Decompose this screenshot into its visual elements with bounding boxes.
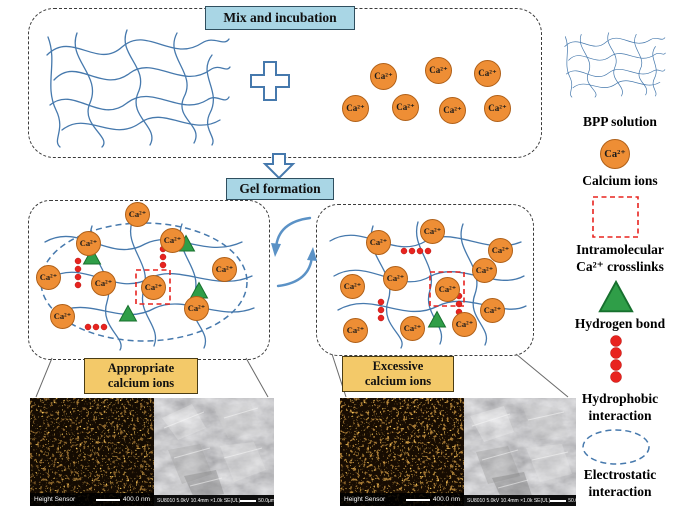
calcium-ion-legend: Ca²⁺ <box>600 139 630 169</box>
calcium-ion: Ca²⁺ <box>184 296 209 321</box>
calcium-ion: Ca²⁺ <box>340 274 365 299</box>
calcium-ion: Ca²⁺ <box>125 202 150 227</box>
excessive-gel-panel <box>316 204 534 356</box>
legend-hydrogen-label: Hydrogen bond <box>574 316 666 331</box>
mix-incubation-panel <box>28 8 542 158</box>
calcium-ion: Ca²⁺ <box>383 266 408 291</box>
calcium-ion: Ca²⁺ <box>50 304 75 329</box>
height-sensor-label: Height Sensor <box>344 496 386 503</box>
afm-scale-label: 400.0 nm <box>122 496 150 503</box>
legend-hydrophobic-line2: interaction <box>588 408 652 423</box>
legend-bpp-label: BPP solution <box>583 114 657 129</box>
calcium-ion: Ca²⁺ <box>488 238 513 263</box>
calcium-ion: Ca²⁺ <box>425 57 452 84</box>
calcium-ion: Ca²⁺ <box>420 219 445 244</box>
calcium-ion: Ca²⁺ <box>343 318 368 343</box>
afm-caption-bar: Height Sensor 400.0 nm <box>30 493 154 506</box>
calcium-ion: Ca²⁺ <box>36 265 61 290</box>
excessive-line1: Excessive <box>372 359 424 373</box>
calcium-ion: Ca²⁺ <box>91 271 116 296</box>
legend-electrostatic-line1: Electrostatic <box>583 467 657 482</box>
electrostatic-ellipse-legend <box>582 429 650 465</box>
calcium-ion-crosslinked: Ca²⁺ <box>435 277 460 302</box>
afm-image-excessive: Height Sensor 400.0 nm <box>340 398 464 506</box>
calcium-ion: Ca²⁺ <box>400 316 425 341</box>
legend-hydrophobic-label: Hydrophobic interaction <box>545 390 695 424</box>
calcium-ion: Ca²⁺ <box>452 312 477 337</box>
calcium-ion: Ca²⁺ <box>439 97 466 124</box>
mix-incubation-title: Mix and incubation <box>205 6 355 30</box>
appropriate-calcium-label: Appropriate calcium ions <box>84 358 198 394</box>
calcium-ion-crosslinked: Ca²⁺ <box>141 275 166 300</box>
sem-meta-label: SU8010 5.0kV 10.4mm ×1.0k SE(UL) <box>467 497 551 504</box>
appropriate-line1: Appropriate <box>107 361 175 375</box>
sem-scale-bar <box>240 499 257 502</box>
legend-electrostatic-label: Electrostatic interaction <box>545 466 695 500</box>
calcium-ion: Ca²⁺ <box>212 257 237 282</box>
calcium-ion: Ca²⁺ <box>366 230 391 255</box>
legend-hydrophobic-line1: Hydrophobic <box>581 391 659 406</box>
calcium-ion: Ca²⁺ <box>342 95 369 122</box>
calcium-ion: Ca²⁺ <box>480 298 505 323</box>
bpp-polymer-tangle-legend <box>564 32 666 98</box>
calcium-ion: Ca²⁺ <box>484 95 511 122</box>
afm-scale-label: 400.0 nm <box>432 496 460 503</box>
appropriate-line2: calcium ions <box>107 376 175 390</box>
legend-crosslinks-label: Intramolecular Ca²⁺ crosslinks <box>545 241 695 275</box>
sem-image-excessive: SU8010 5.0kV 10.4mm ×1.0k SE(UL) 50.0μm <box>464 398 576 506</box>
cycle-arrows-icon <box>271 216 317 288</box>
gel-formation-title: Gel formation <box>226 178 334 200</box>
legend-crosslinks-line1: Intramolecular <box>576 242 664 257</box>
sem-scale-bar <box>550 499 567 502</box>
afm-scale-bar <box>95 498 120 501</box>
afm-scale-bar <box>405 498 430 501</box>
gel-formation-label: Gel formation <box>239 181 321 196</box>
calcium-ion: Ca²⁺ <box>392 94 419 121</box>
legend-calcium-label: Calcium ions <box>582 173 658 188</box>
calcium-ion: Ca²⁺ <box>160 228 185 253</box>
crosslink-box-legend <box>592 196 639 238</box>
height-sensor-label: Height Sensor <box>34 496 76 503</box>
sem-meta-label: SU8010 5.0kV 10.4mm ×1.0k SE(UL) <box>157 497 241 504</box>
mix-incubation-label: Mix and incubation <box>223 10 337 25</box>
afm-caption-bar: Height Sensor 400.0 nm <box>340 493 464 506</box>
calcium-ion: Ca²⁺ <box>370 63 397 90</box>
legend-electrostatic-line2: interaction <box>588 484 652 499</box>
sem-scale-label: 50.0μm <box>568 497 576 504</box>
excessive-calcium-label: Excessive calcium ions <box>342 356 454 392</box>
calcium-ion: Ca²⁺ <box>472 258 497 283</box>
sem-caption-bar: SU8010 5.0kV 10.4mm ×1.0k SE(UL) 50.0μm <box>464 495 576 506</box>
afm-image-appropriate: Height Sensor 400.0 nm <box>30 398 154 506</box>
sem-image-appropriate: SU8010 5.0kV 10.4mm ×1.0k SE(UL) 50.0μm <box>154 398 274 506</box>
calcium-ion: Ca²⁺ <box>474 60 501 87</box>
excessive-line2: calcium ions <box>364 374 432 388</box>
sem-caption-bar: SU8010 5.0kV 10.4mm ×1.0k SE(UL) 50.0μm <box>154 495 274 506</box>
sem-scale-label: 50.0μm <box>258 497 274 504</box>
legend-crosslinks-line2: Ca²⁺ crosslinks <box>576 259 664 274</box>
calcium-ion: Ca²⁺ <box>76 231 101 256</box>
